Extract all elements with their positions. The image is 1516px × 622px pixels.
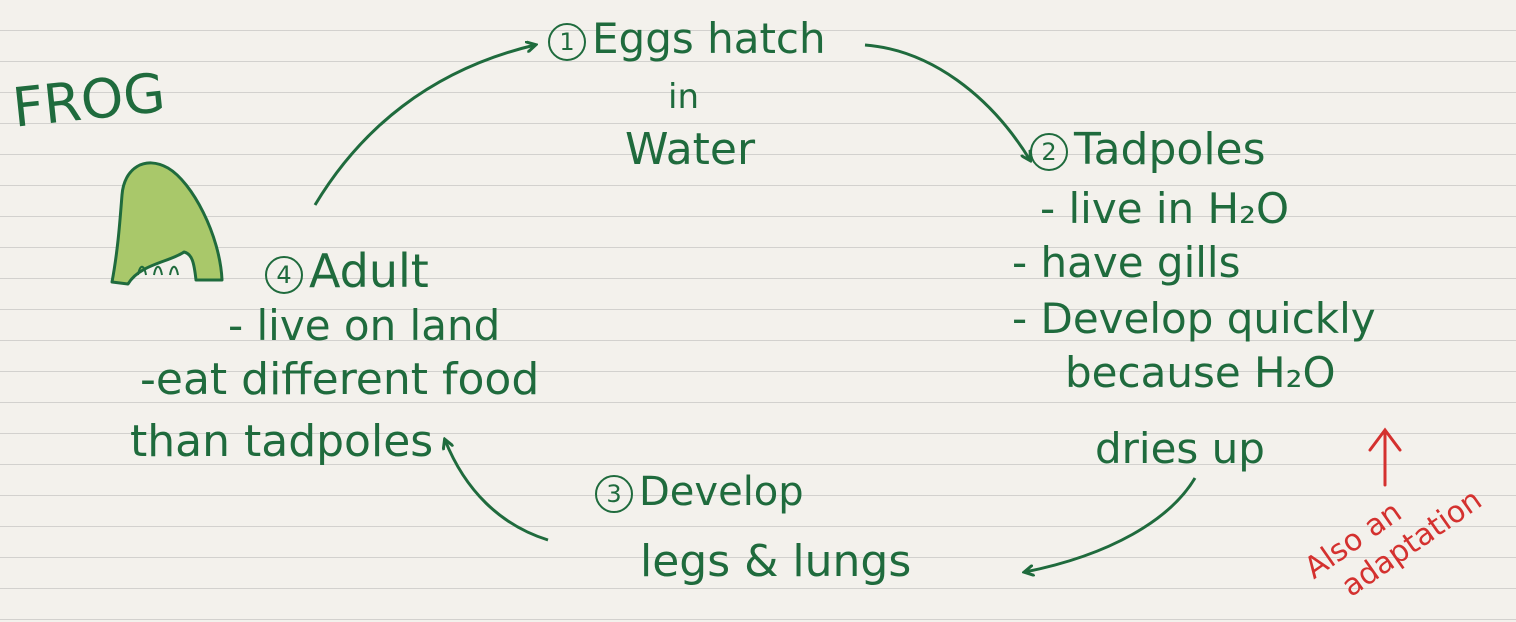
stage-1-number: 1 bbox=[548, 22, 586, 61]
stage-1-heading-text: Eggs hatch bbox=[592, 14, 826, 63]
stage-3-number: 3 bbox=[595, 475, 633, 513]
stage-1-line-2: Water bbox=[625, 124, 756, 175]
stage-4-heading-text: Adult bbox=[309, 244, 429, 298]
arrow-eggs-to-tadpoles bbox=[864, 43, 1030, 160]
stage-3-line-1: legs & lungs bbox=[640, 536, 912, 587]
arrow-adult-to-eggs bbox=[313, 45, 535, 206]
page-title: FROG bbox=[9, 61, 169, 140]
stage-2-number: 2 bbox=[1030, 133, 1068, 171]
stage-4-line-1: - live on land bbox=[228, 301, 501, 350]
stage-3-heading-text: Develop bbox=[639, 469, 804, 515]
stage-4-line-2: -eat different food bbox=[140, 354, 540, 405]
arrow-develop-to-adult bbox=[445, 440, 549, 542]
stage-4-line-3: than tadpoles bbox=[130, 416, 434, 467]
stage-2-line-4: because H₂O bbox=[1065, 348, 1336, 397]
stage-2-heading-text: Tadpoles bbox=[1074, 124, 1266, 175]
arrow-tadpoles-to-develop bbox=[1025, 477, 1197, 572]
stage-1-line-1: in bbox=[668, 77, 699, 117]
stage-4-number: 4 bbox=[265, 255, 303, 294]
frog-sketch-icon bbox=[110, 161, 224, 286]
stage-2-line-2: - have gills bbox=[1012, 238, 1241, 287]
stage-2-line-1: - live in H₂O bbox=[1040, 184, 1290, 233]
stage-2-line-5: dries up bbox=[1095, 424, 1265, 473]
stage-2-line-3: - Develop quickly bbox=[1012, 294, 1376, 343]
note-arrow bbox=[1368, 427, 1402, 487]
